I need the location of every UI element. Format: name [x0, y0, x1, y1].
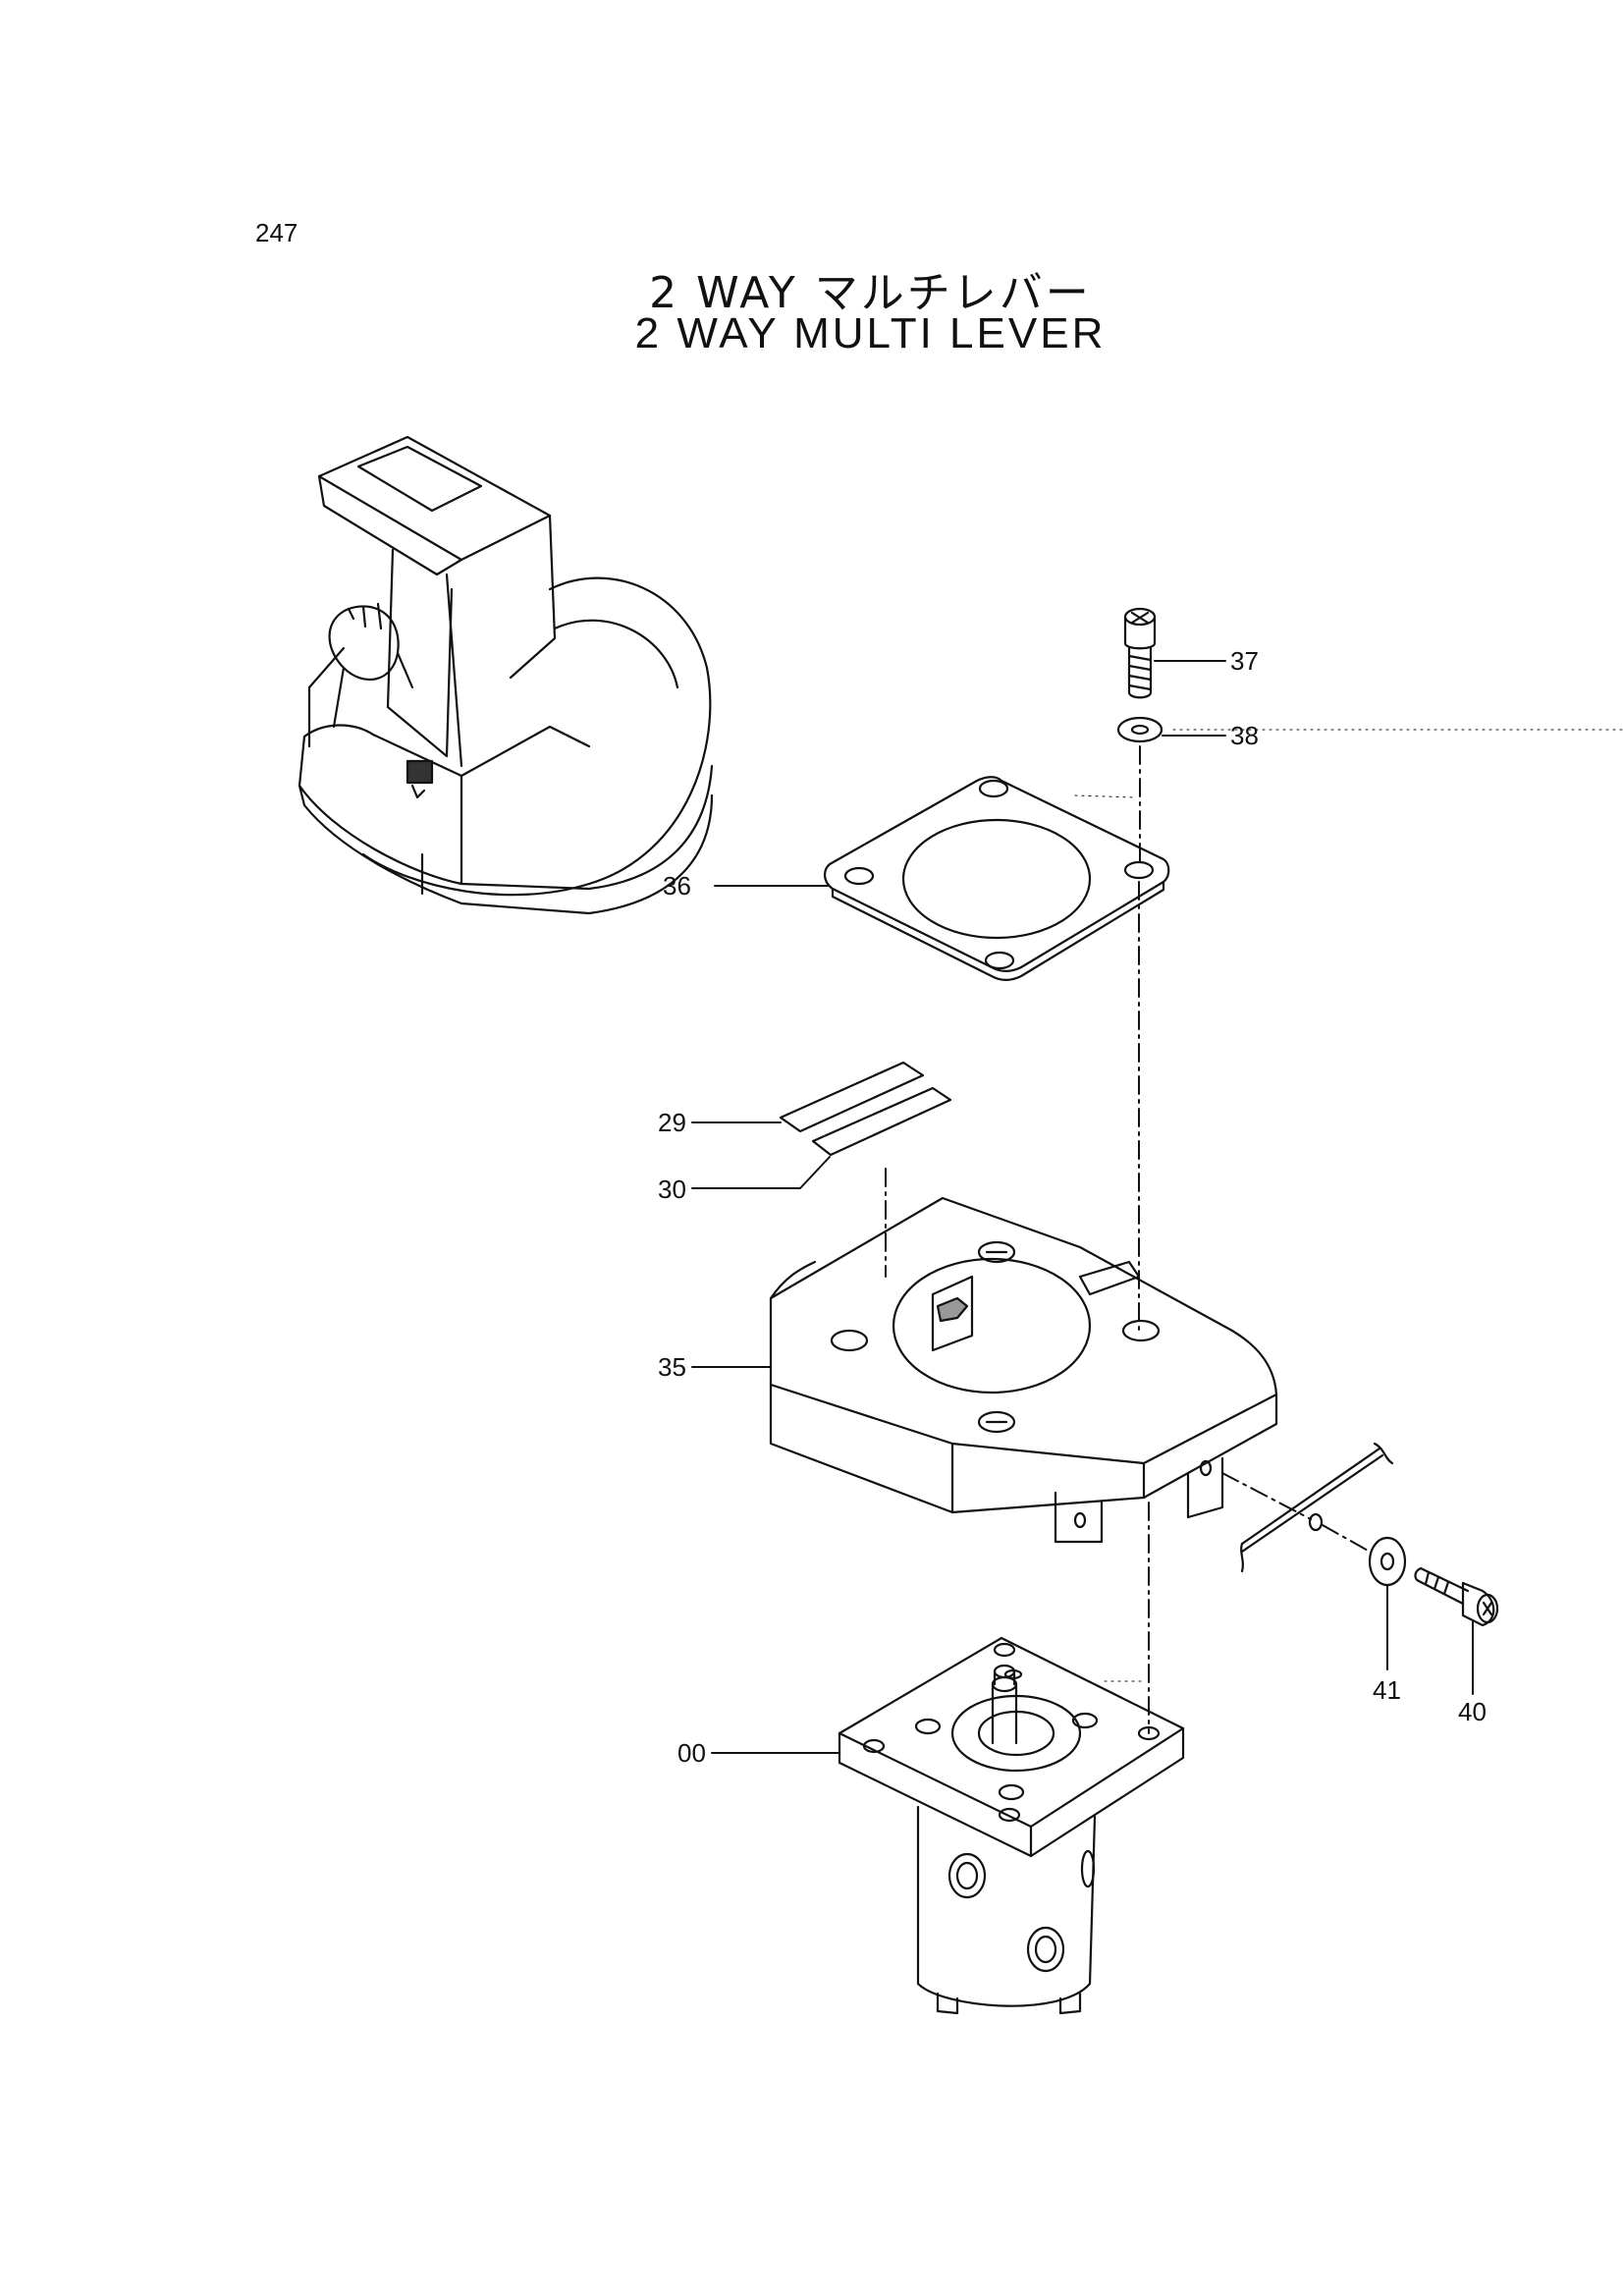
part-00-valve-assembly	[838, 1636, 1185, 2015]
callout-35: 35	[658, 1352, 686, 1382]
page-number: 247	[255, 218, 298, 247]
part-40-screw	[1414, 1566, 1499, 1627]
callout-leader-lines	[691, 660, 1474, 1754]
callout-00: 00	[677, 1738, 706, 1768]
part-37-cap-screw	[1123, 607, 1157, 699]
callout-36: 36	[663, 871, 691, 901]
title-japanese: 2 WAY マルチレバー	[649, 268, 1092, 318]
callout-40: 40	[1458, 1697, 1487, 1726]
console-context-drawing	[298, 435, 714, 915]
part-29-label-strip	[779, 1061, 925, 1133]
wire-harness	[1240, 1442, 1394, 1573]
reference-dotted-lines	[1074, 729, 1623, 1682]
callout-37: 37	[1230, 646, 1259, 676]
callout-30: 30	[658, 1175, 686, 1204]
title-english: 2 WAY MULTI LEVER	[634, 309, 1107, 357]
callout-29: 29	[658, 1108, 686, 1137]
part-41-washer	[1368, 1536, 1407, 1587]
part-38-washer	[1116, 716, 1163, 743]
part-35-housing	[769, 1196, 1278, 1544]
callout-41: 41	[1373, 1675, 1401, 1705]
part-30-label-strip	[811, 1086, 952, 1157]
assembly-center-lines	[885, 745, 1371, 1734]
part-36-gasket-plate	[824, 776, 1170, 981]
callout-38: 38	[1230, 721, 1259, 750]
